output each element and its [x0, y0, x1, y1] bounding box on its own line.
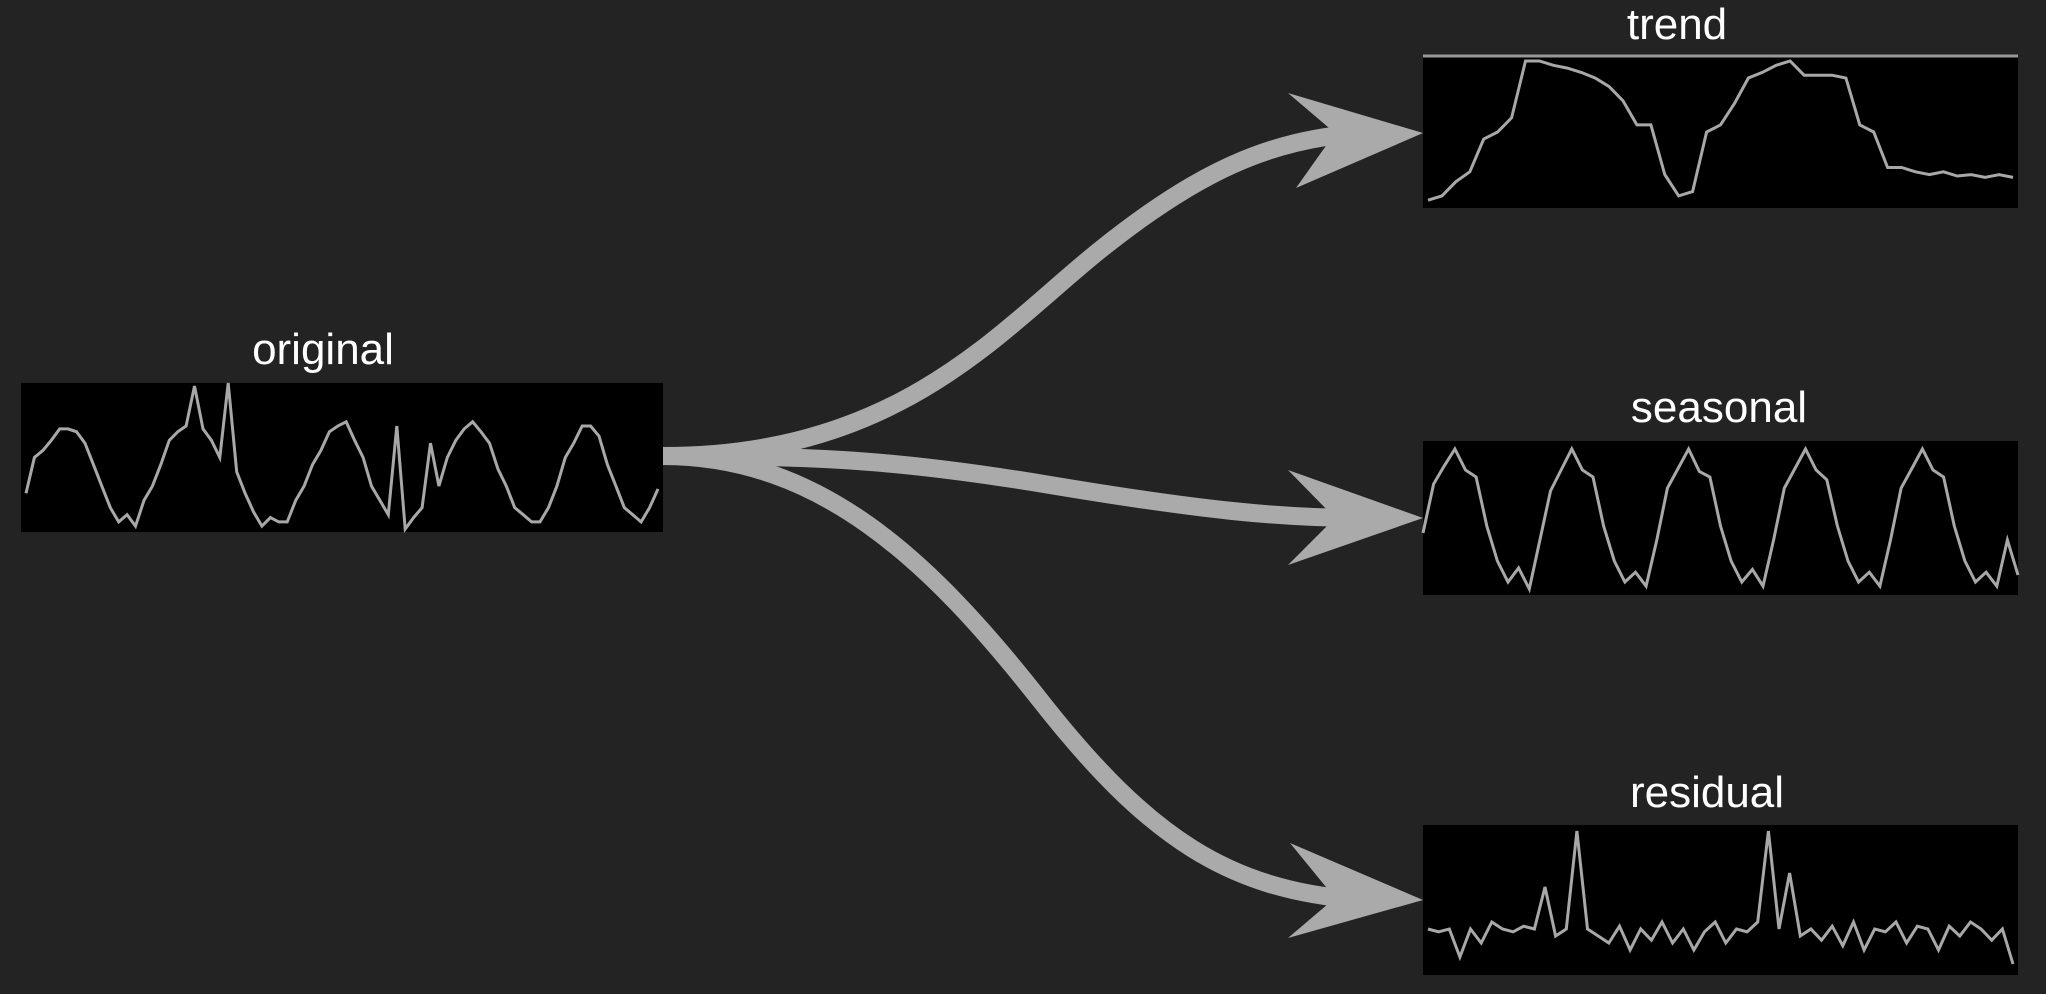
residual-label: residual [1629, 768, 1785, 817]
residual-panel [1423, 825, 2018, 975]
arrow-to-trend [662, 93, 1423, 465]
original-label: original [252, 325, 394, 374]
arrowhead-icon [1288, 843, 1423, 938]
trend-panel [1423, 55, 2018, 208]
arrow-to-residual [662, 447, 1423, 938]
arrow-to-seasonal [662, 447, 1423, 565]
seasonal-label: seasonal [1630, 383, 1808, 432]
seasonal-panel [1423, 441, 2018, 595]
trend-label: trend [1626, 0, 1728, 49]
arrowhead-icon [1288, 470, 1423, 565]
trend-series-line [1427, 59, 2014, 202]
seasonal-series-line [1421, 445, 2020, 594]
original-series-line [24, 382, 660, 534]
residual-series-line [1427, 830, 2015, 965]
original-panel [21, 383, 663, 532]
arrowhead-icon [1288, 93, 1423, 188]
